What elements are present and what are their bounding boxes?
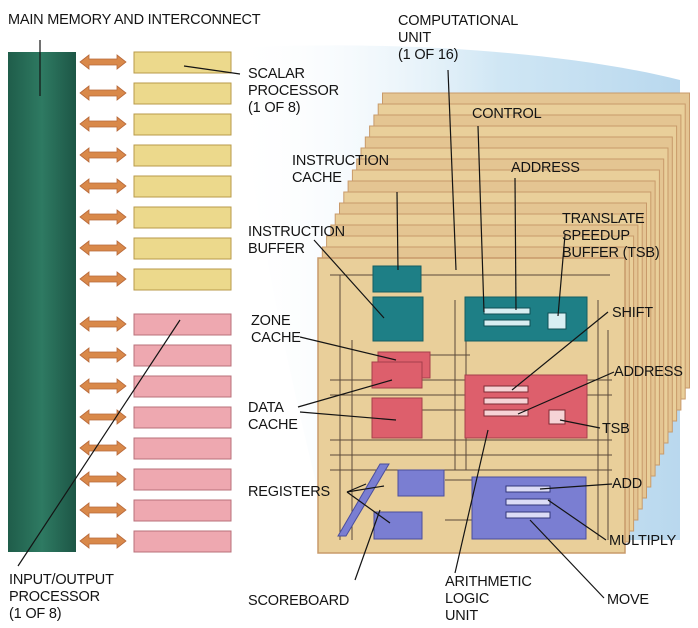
bidirectional-arrow [79,116,127,132]
instruction-buffer-block [372,296,424,342]
label-translate-speedup-buffer: TRANSLATE SPEEDUP BUFFER (TSB) [562,211,660,261]
label-zone-cache: ZONE CACHE [251,313,301,346]
bidirectional-arrow [79,502,127,518]
scoreboard-block [337,463,390,537]
bidirectional-arrow [79,378,127,394]
io-processor-block [133,344,232,367]
bidirectional-arrow [79,316,127,332]
bidirectional-arrow [79,209,127,225]
io-processor-block [133,375,232,398]
label-address-top: ADDRESS [511,160,580,176]
label-control: CONTROL [472,106,542,122]
bidirectional-arrow [79,54,127,70]
scalar-processor-block [133,51,232,74]
bidirectional-arrow [79,409,127,425]
io-processor-block [133,499,232,522]
scalar-processor-block [133,268,232,291]
bidirectional-arrow [79,85,127,101]
scalar-processor-block [133,175,232,198]
label-registers: REGISTERS [248,484,330,500]
bidirectional-arrow [79,347,127,363]
label-address-right: ADDRESS [614,364,683,380]
scalar-processor-block [133,113,232,136]
label-shift: SHIFT [612,305,653,321]
tsb-block [548,409,566,425]
label-computational-unit: COMPUTATIONAL UNIT (1 OF 16) [398,13,519,63]
bidirectional-arrow [79,440,127,456]
scalar-processor-block [133,206,232,229]
tsb-top-block [547,312,567,330]
leader-lines [17,40,615,599]
io-processor-block [133,530,232,553]
label-data-cache: DATA CACHE [248,400,298,433]
control-register-1 [483,307,531,315]
label-instruction-cache: INSTRUCTION CACHE [292,153,389,186]
address-register-2 [483,409,529,417]
bidirectional-arrow [79,147,127,163]
address-register-1 [483,397,529,405]
label-move: MOVE [607,592,649,608]
main-memory-bar [8,52,76,552]
data-cache-block [371,397,423,439]
bidirectional-arrow [79,240,127,256]
multiply-register [505,498,551,506]
io-processor-block [133,437,232,460]
bidirectional-arrow [79,533,127,549]
alu-address-block [464,374,588,439]
label-tsb: TSB [602,421,630,437]
label-multiply: MULTIPLY [609,533,677,549]
move-register [505,511,551,519]
label-scoreboard: SCOREBOARD [248,593,350,609]
label-arithmetic-logic-unit: ARITHMETIC LOGIC UNIT [445,574,532,624]
add-register [505,485,551,493]
label-main-memory: MAIN MEMORY AND INTERCONNECT [8,12,261,28]
scalar-processor-block [133,144,232,167]
io-processor-block [133,313,232,336]
label-instruction-buffer: INSTRUCTION BUFFER [248,224,345,257]
label-add: ADD [612,476,643,492]
shift-register [483,385,529,393]
instruction-cache-block [372,265,422,293]
io-processor-block [133,406,232,429]
label-io-processor: INPUT/OUTPUT PROCESSOR (1 OF 8) [9,572,114,622]
scalar-processor-block [133,82,232,105]
bidirectional-arrow [79,271,127,287]
bidirectional-arrow [79,471,127,487]
scalar-processor-block [133,237,232,260]
label-scalar-processor: SCALAR PROCESSOR (1 OF 8) [248,66,339,116]
io-processor-block [133,468,232,491]
control-address-block [464,296,588,342]
control-register-2 [483,319,531,327]
register-block-1 [397,469,445,497]
processor-rows [79,51,232,553]
bidirectional-arrow [79,178,127,194]
